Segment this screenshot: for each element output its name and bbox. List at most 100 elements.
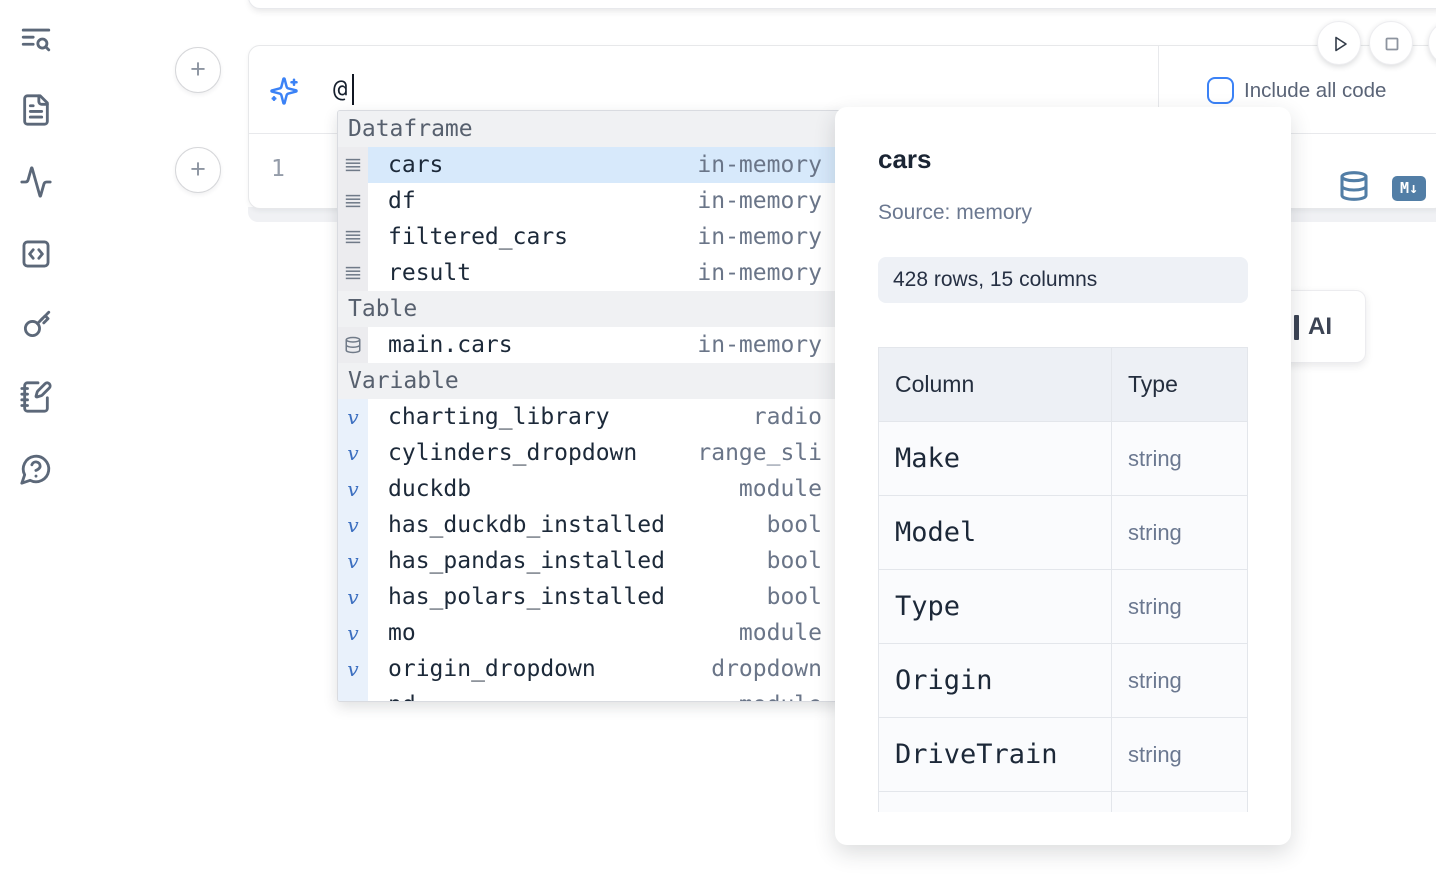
- ai-button-label: AI: [1308, 313, 1332, 340]
- completion-name: charting_library: [388, 404, 610, 430]
- preview-source: Source: memory: [878, 201, 1033, 224]
- table-header-row: Column Type: [879, 348, 1247, 422]
- completion-detail: module: [738, 620, 822, 646]
- run-cell-button[interactable]: [1317, 21, 1361, 65]
- completion-item-partial[interactable]: v pd module: [338, 687, 842, 701]
- help-chat-icon: [19, 454, 53, 490]
- completion-name: cars: [388, 152, 444, 178]
- variable-icon: v: [347, 695, 358, 701]
- variable-icon: v: [347, 585, 359, 609]
- completion-detail: module: [739, 692, 822, 701]
- key-icon: [19, 310, 53, 346]
- type-header: Type: [1128, 371, 1178, 397]
- sidebar-item-scratchpad[interactable]: [19, 380, 53, 414]
- table-row: Model string: [879, 496, 1247, 570]
- markdown-icon[interactable]: M↓: [1392, 176, 1426, 201]
- completion-name: main.cars: [388, 332, 513, 358]
- rows-icon: [344, 192, 362, 210]
- completion-name: origin_dropdown: [388, 656, 596, 682]
- rows-icon: [344, 264, 362, 282]
- completion-detail: in-memory: [697, 152, 822, 178]
- activity-icon: [19, 166, 53, 203]
- completion-detail: dropdown: [711, 656, 822, 682]
- rows-icon: [344, 228, 362, 246]
- column-type: string: [1128, 519, 1182, 545]
- section-header-dataframe: Dataframe: [338, 111, 842, 147]
- column-name: Type: [895, 591, 961, 622]
- variable-icon: v: [347, 405, 359, 429]
- database-icon[interactable]: [1338, 170, 1370, 202]
- sidebar-item-secrets[interactable]: [19, 308, 53, 342]
- completion-detail: range_sli: [697, 440, 822, 466]
- completion-name: has_pandas_installed: [388, 548, 665, 574]
- column-type: string: [1128, 667, 1182, 693]
- section-header-table: Table: [338, 291, 842, 327]
- variable-icon: v: [347, 477, 359, 501]
- add-cell-below-button[interactable]: +: [175, 147, 221, 193]
- table-row: DriveTrain string: [879, 718, 1247, 792]
- column-name: DriveTrain: [895, 739, 1058, 770]
- database-icon: [344, 336, 362, 354]
- completion-name: filtered_cars: [388, 224, 569, 250]
- text-search-icon: [19, 28, 53, 61]
- column-header: Column: [895, 371, 975, 397]
- schema-table: Column Type Make string Model string Typ…: [878, 347, 1248, 812]
- sidebar-item-help[interactable]: [19, 452, 53, 486]
- sidebar: [0, 0, 72, 874]
- file-document-icon: [19, 94, 53, 131]
- sidebar-item-search[interactable]: [19, 23, 53, 57]
- previous-cell-edge: [248, 0, 1436, 9]
- variable-icon: v: [347, 657, 359, 681]
- divider: [1158, 46, 1159, 134]
- sparkles-icon: [269, 76, 299, 106]
- include-all-code-checkbox[interactable]: [1207, 77, 1234, 104]
- sidebar-item-files[interactable]: [19, 93, 53, 127]
- table-row: Origin string: [879, 644, 1247, 718]
- sidebar-item-snippets[interactable]: [19, 237, 53, 271]
- completion-detail: in-memory: [697, 224, 822, 250]
- completion-detail: bool: [766, 548, 822, 574]
- column-type: string: [1128, 741, 1182, 767]
- code-square-icon: [19, 240, 53, 275]
- column-name: Origin: [895, 665, 993, 696]
- completion-name: duckdb: [388, 476, 472, 502]
- completion-item[interactable]: v has_duckdb_installed bool: [338, 507, 842, 543]
- completion-detail: radio: [752, 404, 822, 430]
- table-row: Make string: [879, 422, 1247, 496]
- completion-item[interactable]: result in-memory: [338, 255, 842, 291]
- line-number: 1: [271, 156, 285, 182]
- ai-prompt-value: @: [333, 75, 348, 103]
- completion-detail: in-memory: [697, 260, 822, 286]
- variable-icon: v: [347, 441, 359, 465]
- completion-name: has_duckdb_installed: [388, 512, 665, 538]
- variable-icon: v: [347, 513, 359, 537]
- completion-item[interactable]: filtered_cars in-memory: [338, 219, 842, 255]
- column-name: Make: [895, 443, 961, 474]
- variable-icon: v: [347, 621, 359, 645]
- completion-item[interactable]: v charting_library radio: [338, 399, 842, 435]
- completion-item[interactable]: v duckdb module: [338, 471, 842, 507]
- completion-item[interactable]: v origin_dropdown dropdown: [338, 651, 842, 687]
- sidebar-item-tracing[interactable]: [19, 165, 53, 199]
- table-row-partial: [879, 792, 1247, 812]
- completion-name: pd: [388, 692, 416, 701]
- completion-item[interactable]: cars in-memory: [338, 147, 842, 183]
- completion-detail: module: [738, 476, 822, 502]
- completion-name: result: [388, 260, 472, 286]
- add-cell-above-button[interactable]: +: [175, 47, 221, 93]
- completion-detail: bool: [766, 512, 822, 538]
- include-all-code-label[interactable]: Include all code: [1244, 79, 1387, 102]
- notebook-pen-icon: [19, 381, 53, 418]
- completion-name: has_polars_installed: [388, 584, 665, 610]
- rows-icon: [344, 156, 362, 174]
- stop-button[interactable]: [1369, 21, 1413, 65]
- dataframe-preview-panel: cars Source: memory 428 rows, 15 columns…: [835, 107, 1291, 845]
- completion-detail: in-memory: [697, 188, 822, 214]
